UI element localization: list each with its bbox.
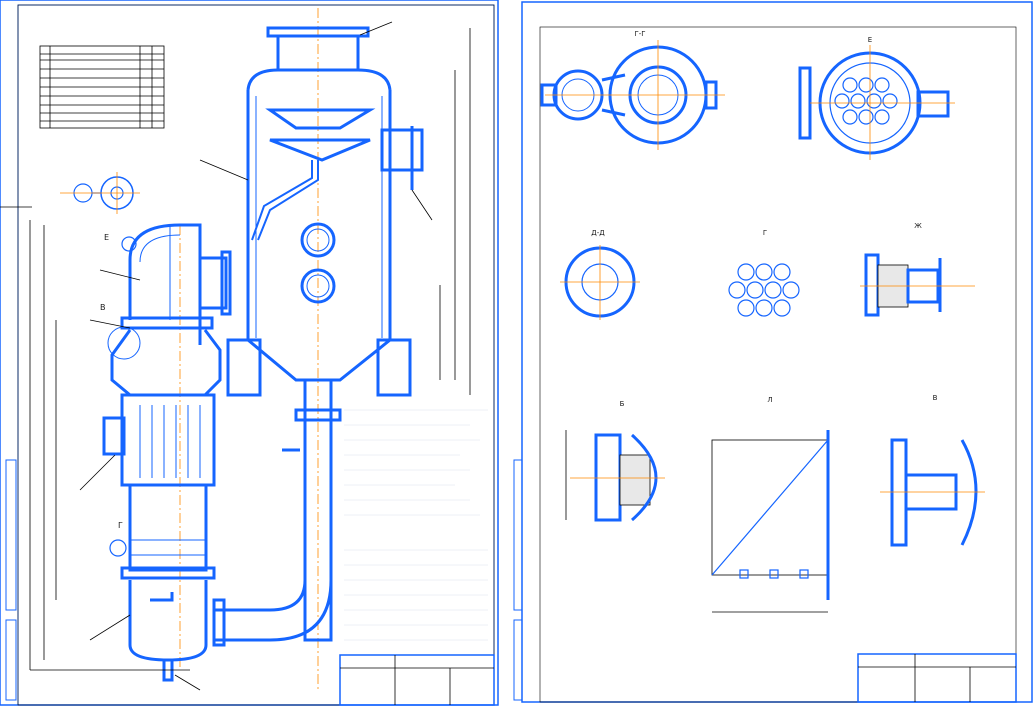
callout-e-label: Е — [104, 233, 109, 242]
view-zh-label: Ж — [914, 222, 922, 230]
view-tubes-label: Г — [763, 229, 767, 237]
view-d-d-label: Д-Д — [591, 229, 605, 237]
view-b-label: Б — [620, 400, 625, 408]
view-zh: Ж — [860, 222, 975, 317]
dimensions — [29, 28, 471, 671]
view-l: Л — [711, 396, 830, 613]
view-d-d: Д-Д — [560, 229, 640, 320]
callout-v — [107, 326, 141, 360]
title-block-2 — [857, 653, 1017, 703]
view-v-label: В — [933, 394, 938, 402]
separator-column — [212, 26, 424, 647]
view-tubes: Г — [728, 229, 800, 317]
view-e-label: Е — [868, 36, 872, 44]
sheet-1: Е В Г — [0, 0, 499, 706]
title-block-1 — [339, 654, 495, 706]
leaders — [79, 21, 433, 691]
nozzle-scheme — [60, 172, 140, 214]
callout-g — [109, 539, 127, 557]
callout-g-label: Г — [118, 521, 123, 530]
view-g-g-label: Г-Г — [634, 30, 645, 38]
notes-block — [344, 409, 488, 641]
sheet-2: Г-Г Е Д-Д — [513, 1, 1033, 703]
view-v: В — [880, 394, 985, 547]
spec-table — [39, 45, 165, 129]
heat-exchanger — [102, 223, 232, 682]
view-e: Е — [798, 36, 955, 160]
callout-e — [121, 236, 137, 252]
callout-v-label: В — [100, 303, 106, 312]
view-l-label: Л — [767, 396, 772, 404]
view-g-g: Г-Г — [540, 30, 725, 150]
view-b: Б — [565, 400, 665, 522]
